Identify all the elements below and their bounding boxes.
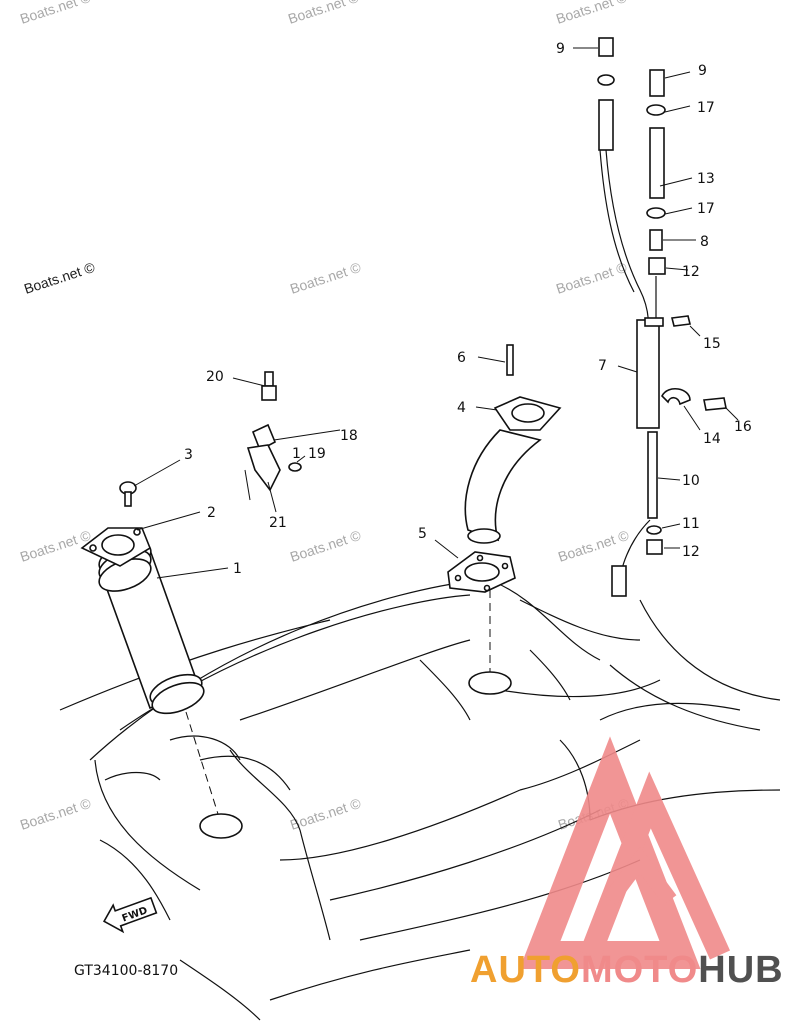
watermark: Boats.net © bbox=[286, 0, 361, 27]
callout-12b: 12 bbox=[682, 544, 700, 560]
callout-17a: 17 bbox=[697, 100, 715, 116]
callout-1-small: 1 bbox=[292, 446, 301, 462]
logo-text-moto: MOTO bbox=[581, 949, 698, 991]
logo-text-auto: AUTO bbox=[470, 949, 581, 991]
callout-5: 5 bbox=[418, 526, 427, 542]
automotohub-logo: AUTOMOTOHUB bbox=[470, 736, 784, 991]
watermark: Boats.net © bbox=[554, 0, 629, 27]
callout-15: 15 bbox=[703, 336, 721, 352]
callout-19: 19 bbox=[308, 446, 326, 462]
filler-tube bbox=[80, 527, 205, 715]
callout-16: 16 bbox=[734, 419, 752, 435]
callout-2: 2 bbox=[207, 505, 216, 521]
watermark: Boats.net © bbox=[288, 527, 363, 565]
callout-21: 21 bbox=[269, 515, 287, 531]
drawing-code: GT34100-8170 bbox=[74, 963, 178, 979]
logo-text-hub: HUB bbox=[698, 949, 783, 991]
callout-7: 7 bbox=[598, 358, 607, 374]
logo-triangle-icon bbox=[519, 736, 731, 969]
callout-9a: 9 bbox=[556, 41, 565, 57]
callout-4: 4 bbox=[457, 400, 466, 416]
callout-18: 18 bbox=[340, 428, 358, 444]
watermark: Boats.net © bbox=[18, 795, 93, 833]
watermark: Boats.net © bbox=[18, 527, 93, 565]
watermark: Boats.net © bbox=[554, 259, 629, 297]
callout-3: 3 bbox=[184, 447, 193, 463]
callout-10: 10 bbox=[682, 473, 700, 489]
callout-17b: 17 bbox=[697, 201, 715, 217]
watermark: Boats.net © bbox=[288, 259, 363, 297]
watermark: Boats.net © bbox=[22, 259, 97, 297]
watermark: Boats.net © bbox=[556, 527, 631, 565]
callout-9b: 9 bbox=[698, 63, 707, 79]
leader-lines bbox=[133, 47, 739, 579]
callout-8: 8 bbox=[700, 234, 709, 250]
callout-13: 13 bbox=[697, 171, 715, 187]
screw bbox=[119, 481, 137, 507]
callout-14: 14 bbox=[703, 431, 721, 447]
callout-12a: 12 bbox=[682, 264, 700, 280]
vent-elbow bbox=[464, 344, 562, 544]
callout-11: 11 bbox=[682, 516, 700, 532]
callout-20: 20 bbox=[206, 369, 224, 385]
gasket bbox=[447, 551, 516, 593]
callout-6: 6 bbox=[457, 350, 466, 366]
callout-1: 1 bbox=[233, 561, 242, 577]
fwd-arrow-icon: FWD bbox=[103, 896, 158, 934]
watermark: Boats.net © bbox=[18, 0, 93, 27]
vent-hose-assembly bbox=[597, 37, 727, 597]
hull-holes bbox=[185, 590, 512, 839]
callout-numbers: 1 2 3 4 5 6 7 8 9 9 10 11 12 12 13 14 15… bbox=[184, 41, 752, 577]
logo-text: AUTOMOTOHUB bbox=[470, 949, 784, 991]
bracket-group bbox=[244, 371, 302, 501]
hull-outline bbox=[59, 579, 781, 1021]
